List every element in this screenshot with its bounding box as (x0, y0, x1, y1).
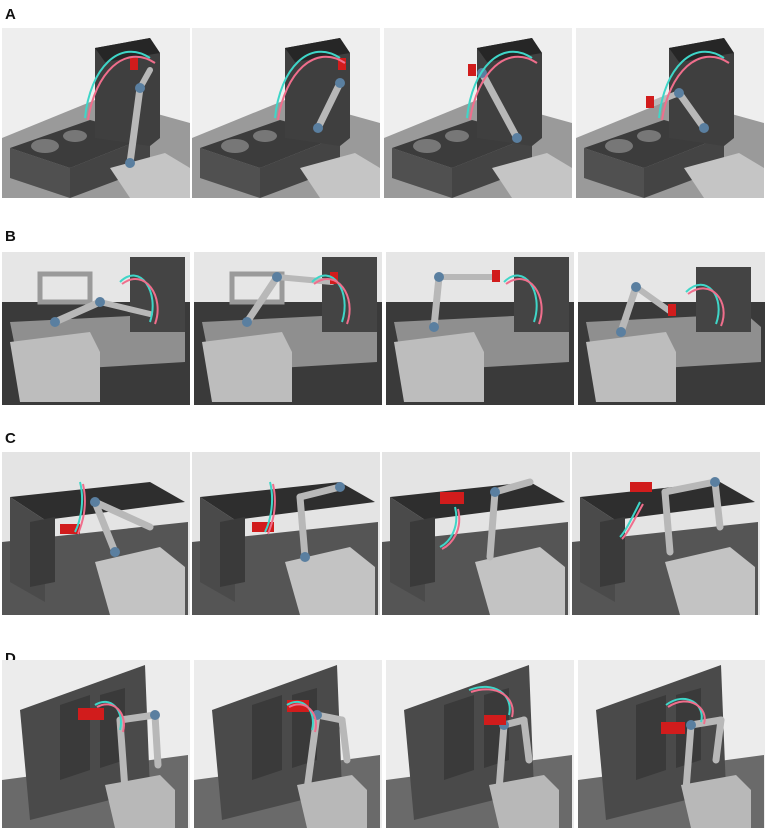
scene-d-frame-4 (578, 660, 765, 828)
scene-b-frame-4 (578, 252, 765, 405)
scene-strip-b-svg (2, 252, 765, 405)
scene-strip-d-svg (2, 660, 765, 828)
scene-strip-b (0, 252, 765, 407)
scene-a-frame-2 (192, 28, 380, 198)
scene-a-frame-4 (576, 28, 764, 198)
scene-c-frame-3 (382, 452, 570, 615)
scene-strip-c (0, 452, 765, 617)
scene-c-frame-2 (192, 452, 380, 615)
scene-c-frame-4 (572, 452, 760, 615)
scene-strip-a (0, 28, 765, 200)
scene-strip-c-svg (2, 452, 760, 615)
panel-label-b: B (5, 228, 16, 245)
scene-a-frame-3 (384, 28, 572, 198)
scene-a-frame-1 (2, 28, 190, 198)
scene-a-frames (2, 28, 764, 198)
panel-label-a: A (5, 6, 16, 23)
scene-b-frame-3 (386, 252, 574, 405)
scene-d-frame-1 (2, 660, 190, 828)
scene-b-frame-2 (194, 252, 382, 405)
scene-c-frame-1 (2, 452, 190, 615)
scene-d-frame-2 (194, 660, 382, 828)
scene-d-frame-3 (386, 660, 574, 828)
panel-label-c: C (5, 430, 16, 447)
scene-b-frame-1 (2, 252, 190, 405)
scene-strip-a-svg (2, 28, 764, 198)
scene-strip-d (0, 660, 765, 830)
panel-label-d: D (5, 650, 16, 667)
